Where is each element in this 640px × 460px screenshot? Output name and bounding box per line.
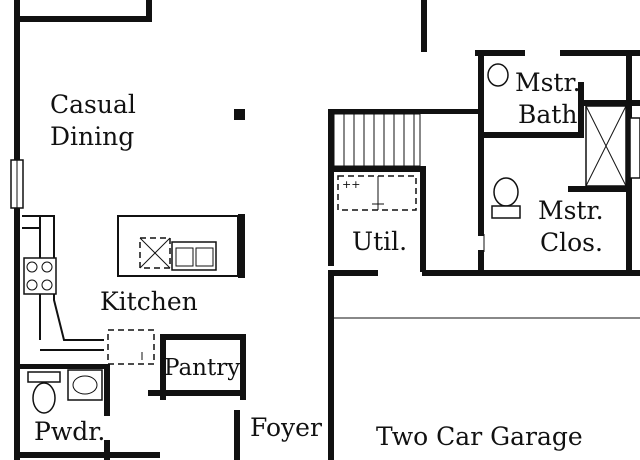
label-kitchen: Kitchen [100,287,198,316]
label-casual-dining-line2: Dining [50,122,134,151]
label-foyer: Foyer [250,413,322,442]
label-mstr-clos-line2: Clos. [540,228,603,257]
powder-fixtures [27,369,103,414]
room-labels: Casual Dining Kitchen Util. Mstr. Bath M… [34,68,604,451]
bath-fixtures [478,63,640,252]
walls [10,0,640,460]
label-pwdr: Pwdr. [34,417,105,446]
label-casual-dining-line1: Casual [50,90,136,119]
laundry-appliances: ++ [337,175,417,211]
kitchen-fixtures [22,215,239,365]
staircase [333,113,421,167]
label-pantry: Pantry [164,355,240,381]
label-util: Util. [352,227,407,256]
svg-text:++: ++ [342,178,360,191]
label-mstr-bath-line1: Mstr. [515,68,581,97]
label-garage: Two Car Garage [376,422,583,451]
label-mstr-bath-line2: Bath [518,100,577,129]
label-mstr-clos-line1: Mstr. [538,196,604,225]
